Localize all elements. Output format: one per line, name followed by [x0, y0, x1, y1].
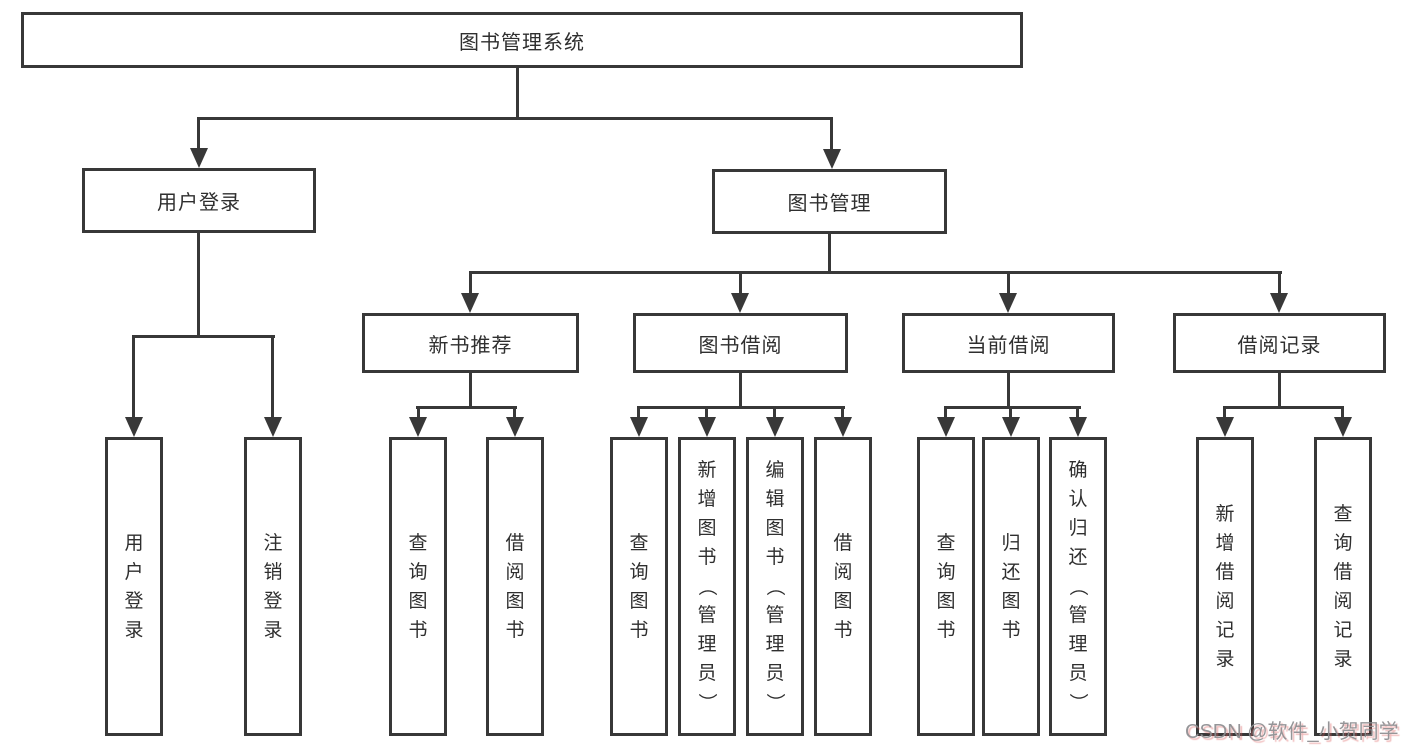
connector-section-drop: [739, 372, 742, 409]
node-current-borrow: 当前借阅: [902, 313, 1115, 373]
connector-section-drop: [469, 372, 472, 409]
arrow-down-icon: [409, 417, 427, 437]
leaf-borrow-books: 借阅图书: [814, 437, 872, 736]
connector-leaf-shaft: [1341, 406, 1344, 420]
connector-leaf-shaft: [637, 406, 640, 420]
connector-leaf-shaft: [739, 271, 742, 295]
connector-book-mgmt-rail: [469, 271, 1282, 274]
node-book-mgmt-label: 图书管理: [787, 193, 872, 215]
connector-leaf-shaft: [417, 406, 420, 420]
arrow-down-icon: [834, 417, 852, 437]
node-label: 当前借阅: [966, 334, 1051, 357]
connector-leaf-shaft: [705, 406, 708, 420]
node-new-book-recommend: 新书推荐: [362, 313, 579, 373]
connector-leaf-shaft: [1007, 271, 1010, 295]
leaf-query-books: 查询图书: [917, 437, 975, 736]
connector-leaf-shaft: [1278, 271, 1281, 295]
arrow-down-icon: [823, 149, 841, 169]
arrow-down-icon: [1216, 417, 1234, 437]
leaf-query-books: 查询图书: [389, 437, 447, 736]
leaf-confirm-return-admin: 确认归还（管理员）: [1049, 437, 1107, 736]
arrow-down-icon: [190, 148, 208, 168]
connector-book-mgmt-drop: [828, 234, 831, 274]
connector-leaf-shaft: [841, 406, 844, 420]
arrow-down-icon: [698, 417, 716, 437]
node-label: 借阅记录: [1237, 334, 1322, 357]
leaf-borrow-books: 借阅图书: [486, 437, 544, 736]
watermark: CSDN @软件_小贺同学: [1185, 721, 1399, 743]
leaf-query-books: 查询图书: [610, 437, 668, 736]
node-borrow-records: 借阅记录: [1173, 313, 1386, 373]
connector-leaf-shaft: [513, 406, 516, 420]
arrow-down-icon: [461, 293, 479, 313]
arrow-down-icon: [1069, 417, 1087, 437]
node-root: 图书管理系统: [21, 12, 1023, 68]
node-book-mgmt: 图书管理: [712, 169, 947, 234]
connector-leaf-shaft: [469, 271, 472, 295]
arrow-down-icon: [1002, 417, 1020, 437]
connector-root-drop: [516, 68, 519, 119]
arrow-down-icon: [506, 417, 524, 437]
arrow-down-icon: [731, 293, 749, 313]
connector-leaf-shaft: [1076, 406, 1079, 420]
connector-leaf-shaft: [132, 335, 135, 420]
node-user-login: 用户登录: [82, 168, 316, 233]
arrow-down-icon: [1334, 417, 1352, 437]
arrow-down-icon: [937, 417, 955, 437]
node-label: 图书借阅: [698, 334, 783, 357]
arrow-down-icon: [766, 417, 784, 437]
leaf-query-borrow-record: 查询借阅记录: [1314, 437, 1372, 736]
connector-section-drop: [1278, 372, 1281, 409]
leaf-add-books-admin: 新增图书（管理员）: [678, 437, 736, 736]
arrow-down-icon: [1270, 293, 1288, 313]
node-root-label: 图书管理系统: [459, 31, 585, 54]
connector-leaf-shaft: [1223, 406, 1226, 420]
connector-group-rail: [637, 406, 845, 409]
leaf-edit-books-admin: 编辑图书（管理员）: [746, 437, 804, 736]
node-book-borrow: 图书借阅: [633, 313, 848, 373]
leaf-add-borrow-record: 新增借阅记录: [1196, 437, 1254, 736]
connector-to-book-mgmt: [830, 117, 833, 151]
arrow-down-icon: [125, 417, 143, 437]
node-label: 新书推荐: [428, 334, 513, 357]
connector-group-rail: [416, 406, 517, 409]
node-user-login-label: 用户登录: [157, 192, 241, 214]
connector-section-drop: [1007, 372, 1010, 409]
connector-user-login-rail: [132, 335, 275, 338]
connector-group-rail: [944, 406, 1081, 409]
leaf-user-login: 用户登录: [105, 437, 163, 736]
arrow-down-icon: [999, 293, 1017, 313]
leaf-return-books: 归还图书: [982, 437, 1040, 736]
connector-leaf-shaft: [1009, 406, 1012, 420]
connector-user-login-drop: [197, 233, 200, 338]
connector-leaf-shaft: [944, 406, 947, 420]
connector-leaf-shaft: [271, 335, 274, 420]
leaf-logout: 注销登录: [244, 437, 302, 736]
connector-leaf-shaft: [773, 406, 776, 420]
arrow-down-icon: [630, 417, 648, 437]
connector-to-user-login: [197, 117, 200, 150]
connector-root-rail: [197, 117, 833, 120]
arrow-down-icon: [264, 417, 282, 437]
connector-group-rail: [1223, 406, 1344, 409]
